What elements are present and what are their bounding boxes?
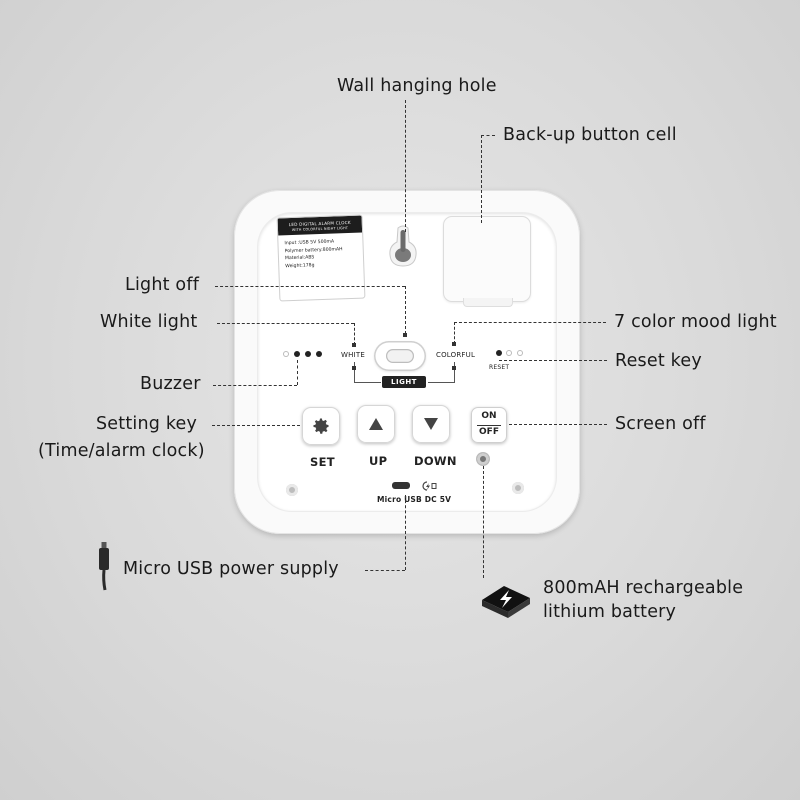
white-switch-label: WHITE	[341, 351, 365, 359]
leader-reset-key	[499, 360, 607, 361]
light-switch-knob[interactable]	[386, 349, 414, 363]
leader-color-light-h	[454, 322, 606, 323]
colorful-switch-label: COLORFUL	[436, 351, 476, 359]
on-label: ON	[481, 411, 497, 421]
charging-icon	[422, 481, 437, 491]
screw-hole-right	[512, 482, 524, 494]
usb-port-label: Micro USB DC 5V	[377, 495, 452, 504]
up-key[interactable]	[357, 405, 395, 443]
callout-setting-key: Setting key	[96, 414, 198, 434]
indicator-dot	[452, 366, 456, 370]
off-label: OFF	[479, 427, 499, 437]
reset-dot	[507, 351, 511, 355]
callout-white-light: White light	[100, 312, 198, 332]
buzzer-dot	[316, 351, 322, 357]
down-key-label: DOWN	[414, 454, 457, 468]
onoff-divider	[477, 425, 501, 426]
leader-backup-cell-h	[481, 135, 495, 136]
leader-backup-cell-v	[481, 135, 482, 223]
callout-light-off: Light off	[125, 275, 200, 295]
callout-wall-hanging-hole: Wall hanging hole	[337, 76, 497, 96]
buzzer-dot	[305, 351, 311, 357]
indicator-dot	[452, 342, 456, 346]
screen-off-key[interactable]: ON OFF	[471, 407, 507, 443]
wall-hanging-hole-icon	[389, 225, 417, 267]
micro-usb-port[interactable]	[392, 482, 410, 489]
leader-white-light-v	[354, 323, 355, 345]
leader-light-off-v	[405, 286, 406, 334]
leader-usb-h	[365, 570, 405, 571]
spec-label: LED DIGITAL ALARM CLOCK WITH COLORFUL NI…	[276, 214, 366, 302]
leader-wall-hanging-hole	[405, 100, 406, 232]
leader-color-light-v	[454, 322, 455, 344]
gear-icon	[313, 418, 329, 434]
battery-cover-tab	[463, 298, 513, 307]
callout-backup-button-cell: Back-up button cell	[503, 125, 677, 145]
backup-battery-cover[interactable]	[443, 216, 531, 302]
reset-dot[interactable]	[496, 350, 502, 356]
callout-reset-key: Reset key	[615, 351, 702, 371]
leader-buzzer-v	[297, 360, 298, 385]
callout-setting-key-sub: (Time/alarm clock)	[38, 441, 205, 461]
light-badge: LIGHT	[382, 376, 426, 388]
indicator-dot	[403, 333, 407, 337]
indicator-dot	[352, 343, 356, 347]
set-key-label: SET	[310, 455, 335, 469]
light-bracket-right	[428, 362, 455, 383]
callout-battery-line-1: 800mAH rechargeable	[543, 578, 744, 598]
callout-battery-line-2: lithium battery	[543, 602, 677, 622]
callout-buzzer: Buzzer	[140, 374, 201, 394]
buzzer-dot	[284, 352, 288, 356]
leader-usb-v	[405, 495, 406, 570]
triangle-down-icon	[424, 418, 438, 430]
buzzer-dot	[294, 351, 300, 357]
up-key-label: UP	[369, 454, 388, 468]
spec-line-weight: Weight:178g	[285, 263, 315, 270]
set-key[interactable]	[302, 407, 340, 445]
battery-icon	[482, 586, 530, 618]
reset-dot	[518, 351, 522, 355]
callout-micro-usb-power-supply: Micro USB power supply	[123, 559, 339, 579]
leader-buzzer-h	[213, 385, 297, 386]
leader-light-off-h	[215, 286, 405, 287]
reset-label: RESET	[489, 364, 510, 371]
leader-white-light-h	[217, 323, 354, 324]
triangle-up-icon	[369, 418, 383, 430]
indicator-dot	[352, 366, 356, 370]
callout-seven-color-mood-light: 7 color mood light	[614, 312, 777, 332]
leader-battery	[483, 466, 484, 578]
micro-usb-cable-icon	[99, 542, 109, 591]
down-key[interactable]	[412, 405, 450, 443]
screw-hole-left	[286, 484, 298, 496]
battery-port	[477, 453, 489, 465]
leader-setting-key	[212, 425, 300, 426]
callout-screen-off: Screen off	[615, 414, 706, 434]
light-bracket-left	[354, 362, 381, 383]
leader-screen-off	[509, 424, 607, 425]
